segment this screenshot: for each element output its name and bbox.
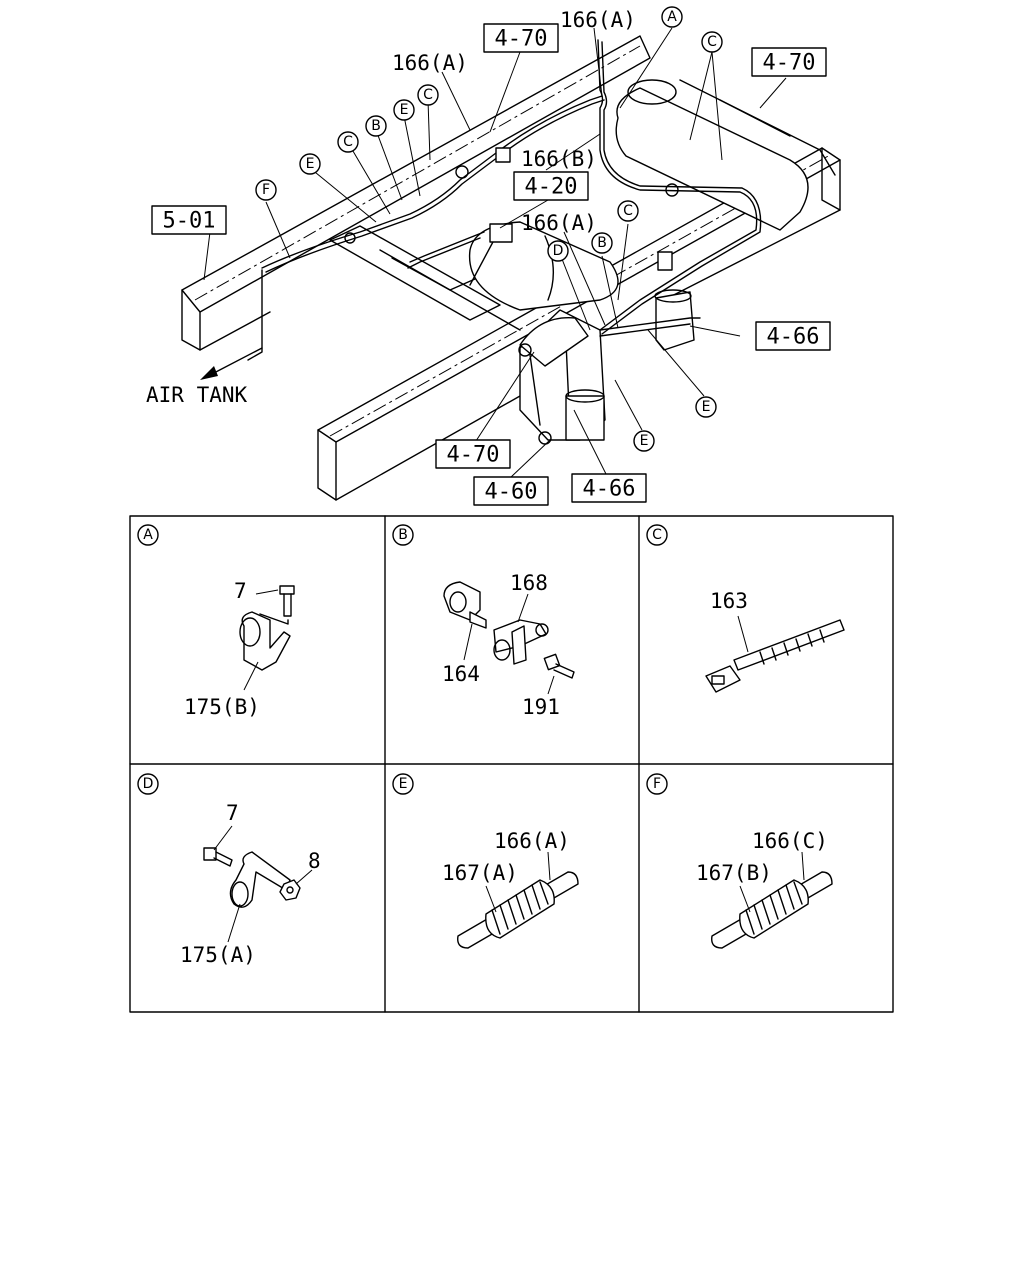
svg-text:4-66: 4-66 — [583, 477, 636, 502]
detail-cell-d: D 7 8 175(A) — [137, 773, 321, 967]
detail-letter-d: D — [143, 776, 154, 792]
detail-letter-c: C — [652, 527, 662, 543]
hose-sleeve-icon — [457, 871, 579, 949]
callout-circle — [299, 153, 321, 175]
part-label-166a-top: 166(A) — [560, 8, 636, 32]
svg-text:4-70: 4-70 — [495, 27, 548, 52]
air-tank-label: AIR TANK — [146, 383, 248, 407]
detail-cell-a: A 7 175(B) — [137, 524, 295, 719]
callout-letter: D — [553, 243, 564, 259]
bolt-icon — [203, 847, 233, 867]
part-label-166b: 166(B) — [521, 147, 597, 171]
callout-letter: C — [343, 134, 353, 150]
callout-letter: E — [400, 102, 409, 118]
detail-letter-b: B — [398, 527, 408, 543]
callout-circle — [417, 84, 439, 106]
callout-circle — [701, 31, 723, 53]
ref-box-4-70-bottom: 4-70 — [435, 439, 511, 469]
detail-cell-b: B 168 164 191 — [392, 524, 575, 719]
detail-e-label-167a: 167(A) — [442, 861, 518, 885]
detail-b-label-164: 164 — [442, 662, 480, 686]
hose-sleeve-icon — [711, 871, 833, 949]
detail-f-label-167b: 167(B) — [696, 861, 772, 885]
callout-circle — [337, 131, 359, 153]
chassis-view: AIR TANK — [146, 6, 841, 506]
detail-letter-a: A — [143, 527, 153, 543]
detail-b-label-168: 168 — [510, 571, 548, 595]
callout-letter: E — [640, 433, 649, 449]
bolt-icon — [279, 585, 295, 617]
callout-letter: E — [306, 156, 315, 172]
svg-text:4-20: 4-20 — [525, 175, 578, 200]
callout-circle — [365, 115, 387, 137]
ref-box-4-66-bottom: 4-66 — [571, 473, 647, 503]
detail-f-label-166c: 166(C) — [752, 829, 828, 853]
detail-cell-e: E 166(A) 167(A) — [392, 773, 579, 949]
callout-letter: C — [423, 87, 433, 103]
clip-bracket-icon — [239, 611, 291, 671]
detail-b-label-191: 191 — [522, 695, 560, 719]
ref-box-4-60: 4-60 — [473, 476, 549, 506]
detail-e-label-166a: 166(A) — [494, 829, 570, 853]
callout-circle — [633, 430, 655, 452]
callout-letter: C — [623, 203, 633, 219]
callout-letter: A — [667, 9, 677, 25]
callout-circle — [591, 232, 613, 254]
callout-circle — [617, 200, 639, 222]
detail-letter-e: E — [399, 776, 408, 792]
callout-circle — [661, 6, 683, 28]
ref-box-4-20: 4-20 — [513, 171, 589, 201]
svg-text:4-66: 4-66 — [767, 325, 820, 350]
detail-d-label-8: 8 — [308, 849, 321, 873]
ref-box-5-01: 5-01 — [151, 205, 227, 235]
callout-circle — [695, 396, 717, 418]
cable-tie-icon — [705, 619, 845, 693]
svg-text:4-70: 4-70 — [447, 443, 500, 468]
ref-box-4-70-right: 4-70 — [751, 47, 827, 77]
part-label-166a-mid: 166(A) — [521, 211, 597, 235]
part-label-166a-left: 166(A) — [392, 51, 468, 75]
leader-lines — [203, 27, 787, 479]
nut-icon — [279, 879, 301, 901]
ref-box-4-70-top: 4-70 — [483, 23, 559, 53]
detail-a-label-175b: 175(B) — [184, 695, 260, 719]
detail-letter-f: F — [653, 776, 661, 792]
callout-letter: B — [371, 118, 381, 134]
svg-text:5-01: 5-01 — [163, 209, 216, 234]
detail-grid: A 7 175(B) B 168 164 191 — [129, 515, 894, 1013]
callout-letter: B — [597, 235, 607, 251]
detail-cell-f: F 166(C) 167(B) — [646, 773, 833, 949]
elbow-fitting-icon — [443, 581, 487, 629]
ref-box-4-66-right: 4-66 — [755, 321, 831, 351]
screw-icon — [543, 653, 575, 679]
detail-d-label-7: 7 — [226, 801, 239, 825]
callout-letter: F — [262, 182, 270, 198]
detail-d-label-175a: 175(A) — [180, 943, 256, 967]
callout-circle — [255, 179, 277, 201]
callout-letter: C — [707, 34, 717, 50]
svg-text:4-60: 4-60 — [485, 480, 538, 505]
p-clip-icon — [229, 851, 291, 908]
callout-circle — [393, 99, 415, 121]
detail-c-label-163: 163 — [710, 589, 748, 613]
callout-circle — [547, 240, 569, 262]
callout-letter: E — [702, 399, 711, 415]
detail-cell-c: C 163 — [646, 524, 845, 693]
tee-fitting-icon — [493, 619, 549, 665]
svg-text:4-70: 4-70 — [763, 51, 816, 76]
detail-a-label-7: 7 — [234, 579, 247, 603]
